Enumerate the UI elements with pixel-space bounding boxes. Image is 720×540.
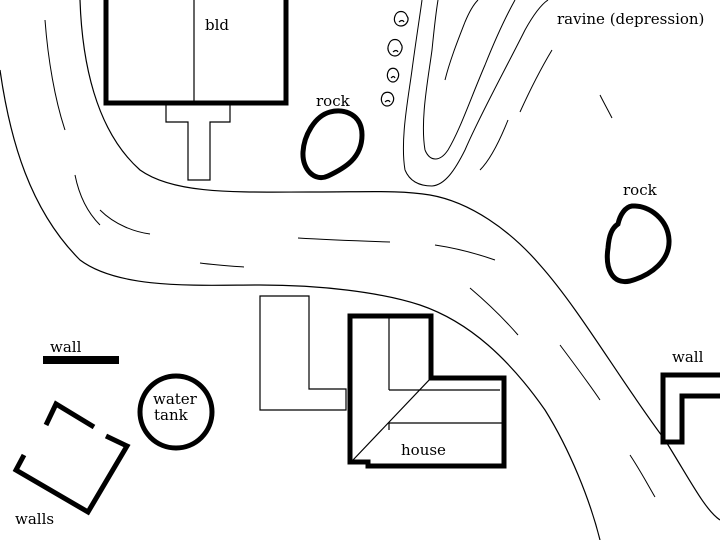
rock-top-outline xyxy=(300,108,365,180)
water-tank-label-line1: water xyxy=(153,390,198,408)
wall-right-outline xyxy=(660,372,720,445)
road-lower-edge xyxy=(0,69,601,540)
road-lane-mark xyxy=(559,344,601,401)
rock-top-label: rock xyxy=(316,92,351,110)
building-label: bld xyxy=(205,16,229,34)
walls-bottom-left: walls xyxy=(12,400,131,528)
ravine xyxy=(402,0,613,187)
wall-right: wall xyxy=(660,348,720,445)
road-lane-mark xyxy=(469,287,519,336)
house-roof-line xyxy=(352,377,432,461)
ravine-contour xyxy=(444,0,479,81)
ravine-contour xyxy=(479,119,509,171)
l-shaped-structure xyxy=(259,295,347,411)
rock-right-outline xyxy=(604,203,672,285)
ravine-contour xyxy=(404,0,549,187)
ravine-contour xyxy=(599,94,613,119)
rock-right-label: rock xyxy=(623,181,658,199)
rock-top: rock xyxy=(300,92,365,180)
house-label: house xyxy=(401,441,446,459)
building-outline xyxy=(103,0,289,106)
walls-label: walls xyxy=(15,510,54,528)
stone-icon xyxy=(386,67,400,83)
ravine-contour xyxy=(402,0,423,171)
road-lane-mark xyxy=(199,262,245,268)
walls-segment-a xyxy=(43,400,96,430)
ravine-label: ravine (depression) xyxy=(557,10,704,28)
road-lane-mark xyxy=(629,454,656,498)
water-tank-label-line2: tank xyxy=(154,406,189,424)
house-outline xyxy=(347,313,507,469)
wall-left-label: wall xyxy=(50,338,82,356)
ravine-contour xyxy=(424,0,516,160)
small-stones xyxy=(380,10,409,107)
building: bld xyxy=(103,0,289,181)
road-lane-mark xyxy=(297,237,391,243)
house: house xyxy=(347,313,507,469)
water-tank-outline xyxy=(137,373,215,451)
road-upper-edge xyxy=(79,0,720,521)
building-annex xyxy=(165,103,231,181)
road-lane-mark xyxy=(74,174,101,226)
wall-left: wall xyxy=(43,338,119,364)
road-lane-mark xyxy=(434,244,496,261)
road-lane-mark xyxy=(44,19,66,131)
stone-icon xyxy=(380,91,395,107)
walls-segment-b xyxy=(12,433,131,516)
stone-icon xyxy=(387,38,403,57)
ravine-contour xyxy=(422,0,439,151)
stone-icon xyxy=(393,10,409,27)
road-lane-mark xyxy=(99,209,151,235)
ravine-contour xyxy=(519,49,553,113)
water-tank: water tank xyxy=(137,373,215,451)
wall-right-label: wall xyxy=(672,348,704,366)
rock-right: rock xyxy=(604,181,672,285)
